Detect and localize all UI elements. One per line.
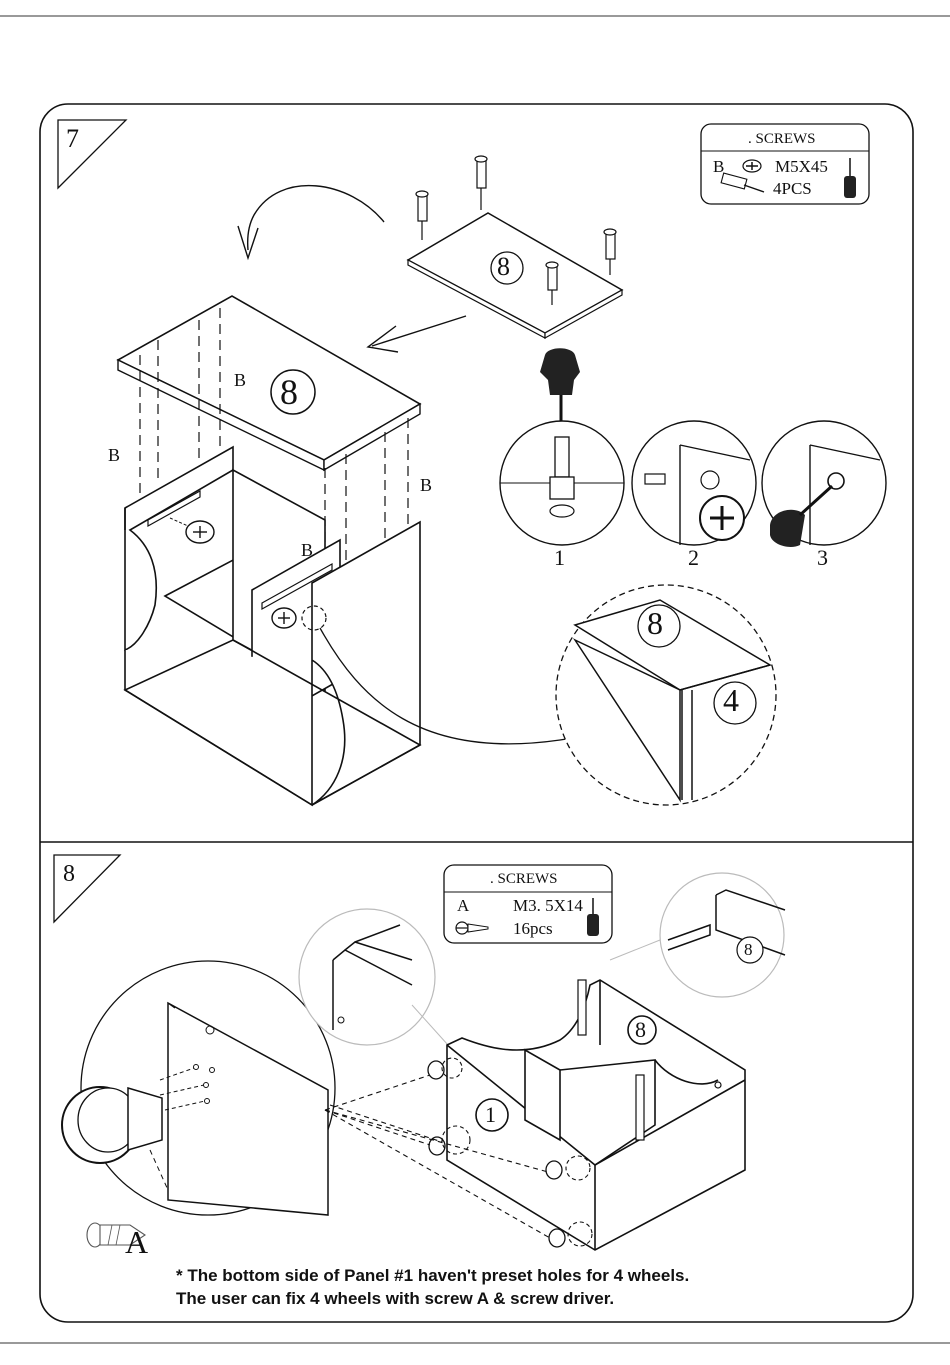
step8-screws-title: . SCREWS	[490, 872, 558, 887]
rotate-arrow	[248, 186, 384, 250]
panel-8-small-label: 8	[497, 254, 510, 280]
step7-screw-letter: B	[713, 158, 724, 175]
callout-b-4: B	[301, 541, 313, 559]
panel-8-small	[408, 156, 622, 338]
step-circle-2	[632, 421, 756, 545]
detail-8-label: 8	[744, 941, 753, 958]
step7-screw-qty: 4PCS	[773, 180, 812, 197]
callout-b-2: B	[108, 446, 120, 464]
panel-1-label: 1	[485, 1104, 496, 1126]
callout-b-1: B	[234, 371, 246, 389]
step-circle-3	[762, 421, 886, 547]
step-number-1: 1	[554, 547, 565, 569]
wheel-detail-circle	[62, 961, 335, 1215]
step-circle-1	[500, 421, 624, 545]
corner-detail-circle-right	[660, 873, 785, 997]
step8-screw-size: M3. 5X14	[513, 897, 583, 914]
panel-8-label: 8	[635, 1019, 646, 1041]
cam-bolt-icon	[272, 608, 296, 628]
step7-screws-title: . SCREWS	[748, 132, 816, 147]
step-number-3: 3	[817, 547, 828, 569]
cabinet-body	[125, 447, 420, 805]
step8-number: 8	[63, 862, 75, 886]
step7-screw-size: M5X45	[775, 158, 828, 175]
note-line-2: The user can fix 4 wheels with screw A &…	[176, 1290, 614, 1307]
corner-detail-circle-left	[299, 909, 435, 1045]
screwdriver-icon	[540, 348, 580, 428]
step7-number: 7	[66, 126, 79, 152]
cam-bolt-icon	[170, 518, 214, 543]
callout-b-3: B	[420, 476, 432, 494]
panel-8-top	[118, 296, 420, 470]
panel-8-top-label: 8	[280, 374, 298, 410]
detail-label-4: 4	[723, 684, 739, 716]
step8-screw-letter: A	[457, 897, 469, 914]
step8-screw-qty: 16pcs	[513, 920, 553, 937]
detail-circle-8-4	[556, 585, 776, 805]
step-number-2: 2	[688, 547, 699, 569]
note-line-1: * The bottom side of Panel #1 haven't pr…	[176, 1267, 689, 1284]
detail-label-8: 8	[647, 607, 663, 639]
screw-a-label: A	[125, 1226, 148, 1258]
